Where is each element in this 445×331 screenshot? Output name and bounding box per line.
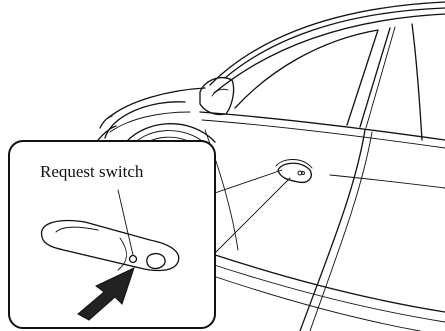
leader-lines xyxy=(209,170,290,253)
request-switch-label: Request switch xyxy=(40,162,180,182)
side-mirror xyxy=(200,78,234,115)
request-switch-dot xyxy=(130,256,137,263)
door-handle xyxy=(276,160,312,183)
